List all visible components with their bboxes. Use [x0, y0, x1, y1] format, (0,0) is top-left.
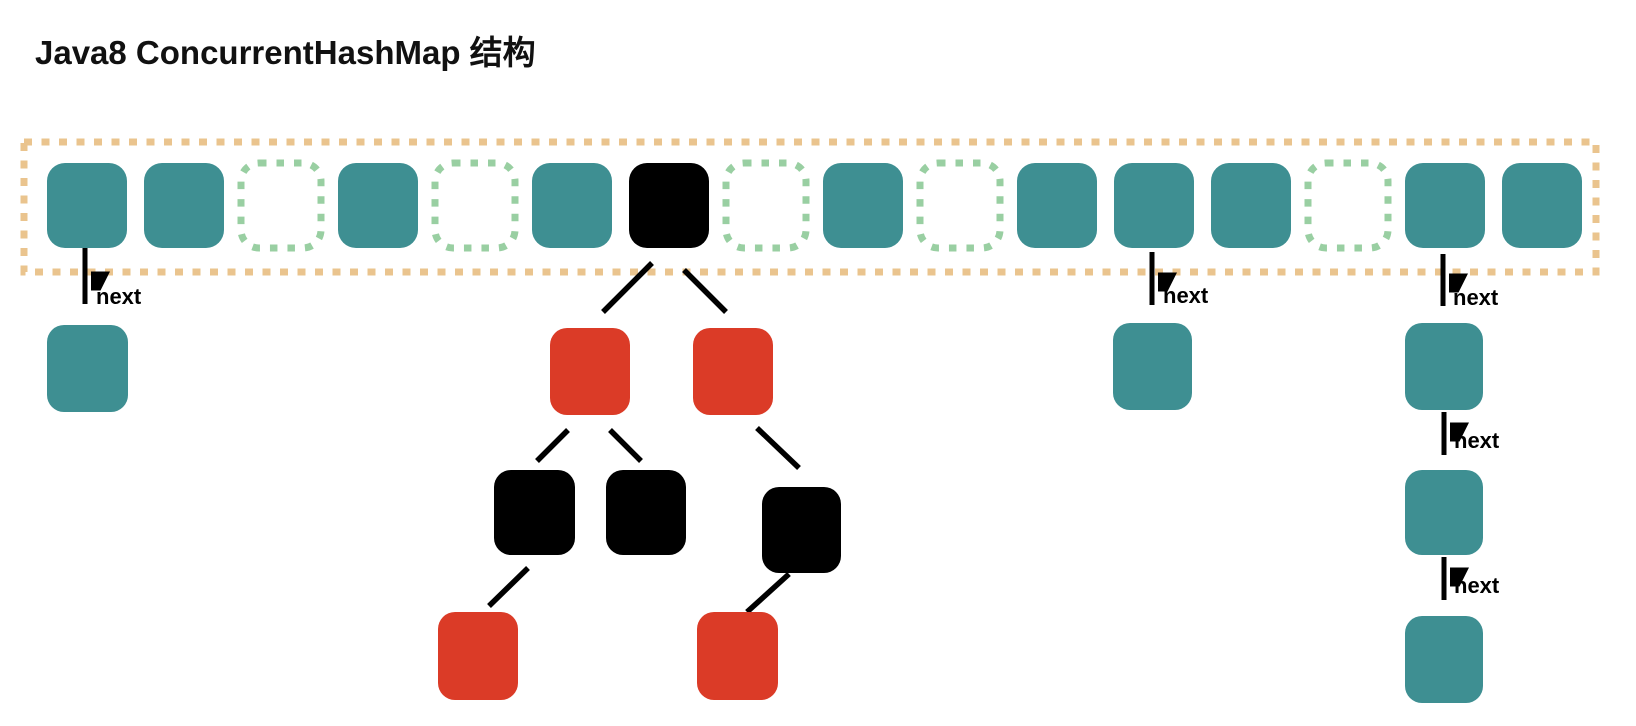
bucket-5-node	[532, 163, 612, 248]
bucket-4-empty	[431, 159, 519, 252]
bucket-1-node	[144, 163, 224, 248]
bucket14-list-node-1	[1405, 323, 1483, 410]
bucket14-list-node-2	[1405, 470, 1483, 555]
bucket-8-node	[823, 163, 903, 248]
tree-red-bottom-left	[438, 612, 518, 700]
tree-black-mid	[606, 470, 686, 555]
next-label-0: next	[96, 284, 142, 309]
tree-edge-6	[745, 571, 791, 615]
bucket-14-node	[1405, 163, 1485, 248]
tree-red-bottom-right	[697, 612, 778, 700]
bucket-13-empty	[1304, 159, 1392, 252]
bucket-array-border	[20, 138, 1600, 276]
bucket-11-node	[1114, 163, 1194, 248]
bucket0-list-node	[47, 325, 128, 412]
tree-edge-0	[601, 261, 654, 314]
bucket-0-node	[47, 163, 127, 248]
next-label-3: next	[1454, 428, 1500, 453]
bucket-array-layer	[20, 138, 1600, 276]
bucket-10-node	[1017, 163, 1097, 248]
tree-black-left	[494, 470, 575, 555]
tree-edge-1	[682, 268, 728, 314]
next-arrows-layer: next next next next next	[82, 248, 1500, 600]
bucket11-list-node	[1113, 323, 1192, 410]
tree-red-right	[693, 328, 773, 415]
bucket-9-empty	[916, 159, 1004, 252]
tree-red-left	[550, 328, 630, 415]
nodes-layer	[47, 323, 1483, 703]
tree-edge-2	[535, 428, 570, 463]
next-label-1: next	[1163, 283, 1209, 308]
next-label-2: next	[1453, 285, 1499, 310]
bucket14-list-node-3	[1405, 616, 1483, 703]
tree-edges-layer	[487, 261, 801, 615]
bucket-15-node	[1502, 163, 1582, 248]
diagram-title: Java8 ConcurrentHashMap 结构	[35, 34, 536, 71]
bucket-6-treebin-root	[629, 163, 709, 248]
bucket-12-node	[1211, 163, 1291, 248]
bucket-2-empty	[237, 159, 325, 252]
next-label-4: next	[1454, 573, 1500, 598]
bucket-7-empty	[722, 159, 810, 252]
tree-edge-3	[608, 428, 643, 463]
tree-black-right	[762, 487, 841, 573]
tree-edge-4	[755, 426, 801, 470]
bucket-3-node	[338, 163, 418, 248]
tree-edge-5	[487, 566, 530, 608]
